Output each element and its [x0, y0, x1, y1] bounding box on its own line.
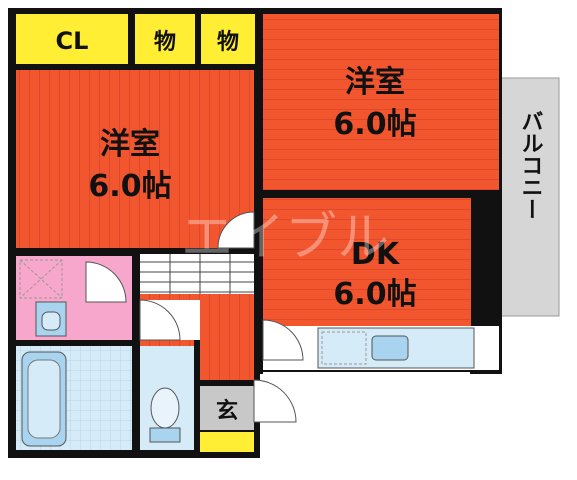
dk-name: DK: [351, 237, 401, 272]
entrance-label: 玄: [216, 398, 238, 424]
door-swing-1: [217, 211, 255, 249]
storage-area-2: [201, 14, 255, 64]
toilet-bowl: [150, 387, 180, 429]
entrance-floor: [200, 386, 254, 430]
interior-walls: [16, 14, 499, 458]
door-swing-2: [262, 319, 304, 361]
storage-2-label: 物: [217, 29, 239, 55]
door-swing-3: [139, 299, 181, 341]
western-room-left-name: 洋室: [100, 127, 160, 162]
closet-label: CL: [56, 27, 89, 55]
closet-area: [16, 14, 128, 64]
storage-1-label: 物: [154, 29, 176, 55]
stair-steps: [140, 254, 254, 294]
western-room-left-size: 6.0帖: [88, 169, 171, 204]
watermark: エイブル: [181, 208, 389, 268]
entrance-step: [200, 432, 254, 452]
washing-machine-space: [19, 259, 63, 299]
western-room-right-name: 洋室: [345, 65, 405, 100]
western-room-right-floor: [263, 14, 499, 190]
western-room-left-floor: [16, 70, 254, 248]
balcony-label: バルコニー: [518, 110, 543, 220]
western-room-right-size: 6.0帖: [333, 107, 416, 142]
dk-size: 6.0帖: [333, 277, 416, 312]
kitchen-stove-area: [321, 331, 367, 365]
storage-area-1: [135, 14, 195, 64]
kitchen-sink: [371, 335, 409, 361]
balcony-area: [500, 77, 560, 317]
